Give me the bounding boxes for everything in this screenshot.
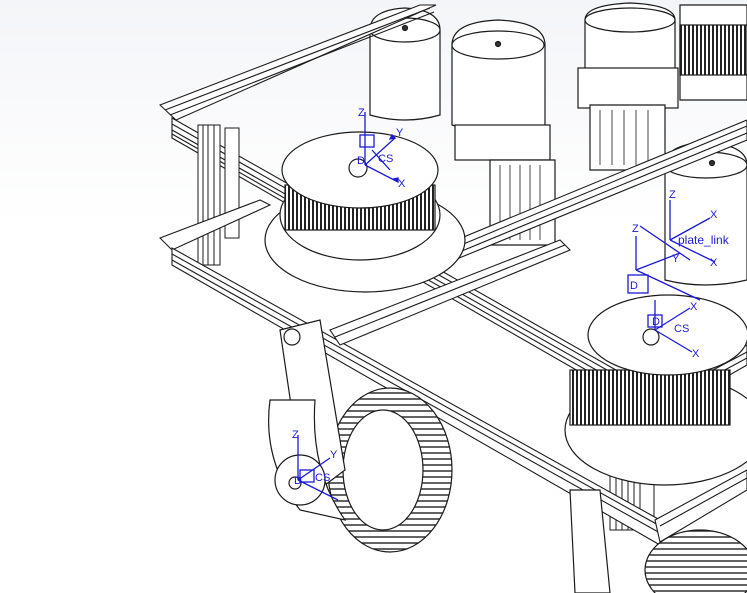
cs-plate-x-label: X <box>710 209 718 221</box>
coordinate-system-plate-link <box>627 200 716 301</box>
coordinate-system-wheel-left <box>297 435 339 501</box>
caster-hub-left <box>264 131 466 293</box>
cs-left-x-label: X <box>398 178 406 190</box>
cs-right-x-label: X <box>690 301 698 313</box>
motor-4 <box>679 4 747 101</box>
cs-left-cs-label: CS <box>378 153 393 165</box>
motor-3 <box>577 2 679 171</box>
cs-left-y-label: Y <box>396 127 404 139</box>
wheel-left <box>268 319 453 553</box>
caster-hub-right <box>564 294 747 486</box>
cs-wheel-prefix: D <box>294 475 302 487</box>
cs-plate-z2-label: Z <box>632 223 639 235</box>
cs-plate-y-label: Y <box>672 253 680 265</box>
coordinate-system-hub-right <box>647 300 693 353</box>
cs-plate-prefix: D <box>630 280 638 292</box>
cs-wheel-z-label: Z <box>292 429 299 441</box>
plate-link-label: plate_link <box>678 233 730 247</box>
cs-wheel-cs-label: CS <box>315 472 330 484</box>
coordinate-system-hub-left <box>359 112 399 184</box>
cs-right-prefix: D <box>652 316 660 328</box>
cs-plate-z-label: Z <box>669 189 676 201</box>
cs-left-prefix: D <box>357 155 365 167</box>
cs-plate-x2-label: X <box>710 257 718 269</box>
wheel-right <box>569 489 747 593</box>
cs-wheel-y-label: Y <box>330 449 338 461</box>
cs-right-x2-label: X <box>692 348 700 360</box>
cs-right-cs-label: CS <box>674 323 689 335</box>
cs-left-z-label: Z <box>358 107 365 119</box>
